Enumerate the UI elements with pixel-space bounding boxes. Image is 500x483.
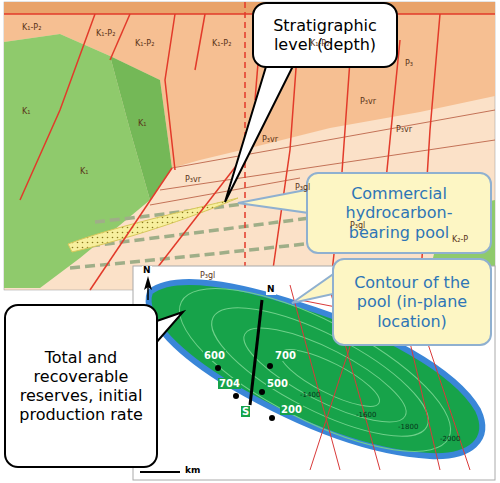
callout-pointers-part bbox=[225, 60, 296, 202]
map-label: N bbox=[142, 266, 152, 276]
formation-label: K₁-P₂ bbox=[22, 24, 41, 33]
contour-value: -1800 bbox=[398, 424, 418, 432]
pool-map-part bbox=[140, 471, 180, 473]
cross-section-part bbox=[110, 56, 172, 200]
formation-label: K₁-P₂ bbox=[96, 30, 115, 39]
pool-map-part bbox=[215, 363, 275, 421]
map-label: N bbox=[266, 285, 276, 295]
pool-map-part bbox=[133, 266, 495, 480]
fault-lines-part bbox=[20, 14, 95, 200]
formation-label: K₁-P₂ bbox=[135, 40, 154, 49]
fault-lines-part bbox=[4, 13, 495, 15]
fault-lines bbox=[4, 2, 495, 290]
contour-value: -2000 bbox=[440, 436, 460, 444]
cross-section-part bbox=[4, 2, 495, 14]
well-number: 500 bbox=[266, 378, 289, 389]
callout-text: Total and recoverable reserves, initial … bbox=[14, 348, 148, 425]
pool-map-part-part bbox=[215, 365, 221, 371]
cross-section bbox=[4, 2, 495, 290]
well-number: 704 bbox=[218, 378, 241, 389]
formation-label: K₁-P₂ bbox=[310, 40, 329, 49]
cross-section-part bbox=[4, 2, 495, 290]
pool-map-part bbox=[147, 287, 149, 300]
callout-box: Total and recoverable reserves, initial … bbox=[4, 304, 158, 468]
formation-label: P₃vr bbox=[185, 176, 201, 185]
well-number: 700 bbox=[274, 350, 297, 361]
callout-text: Commercial hydrocarbon-bearing pool bbox=[316, 184, 482, 242]
callout-text: Contour of the pool (in-plane location) bbox=[342, 273, 482, 331]
contour-value: -1600 bbox=[356, 412, 376, 420]
formation-label: K₂-P bbox=[452, 236, 468, 245]
formation-label: P₃vr bbox=[262, 136, 278, 145]
pool-map-part-part bbox=[259, 389, 265, 395]
pool-map bbox=[133, 257, 495, 482]
formation-label: K₁ bbox=[138, 120, 146, 129]
formation-label: K₁ bbox=[80, 168, 88, 177]
formation-label: P₃vr bbox=[396, 126, 412, 135]
well-number: S bbox=[241, 406, 250, 417]
pool-map-part bbox=[250, 300, 262, 405]
formation-label: P₃gl bbox=[200, 272, 215, 281]
pool-map-part-part bbox=[269, 415, 275, 421]
contour-value: -1400 bbox=[300, 392, 320, 400]
callout-box: Contour of the pool (in-plane location) bbox=[332, 258, 492, 346]
formation-label: P₃ bbox=[405, 60, 413, 69]
pool-map-part-part bbox=[267, 363, 273, 369]
callout-box: Stratigraphic level (depth) bbox=[252, 2, 398, 68]
fault-lines-part bbox=[165, 14, 175, 170]
pool-map-part-part bbox=[233, 393, 239, 399]
formation-label: P₃gl bbox=[295, 184, 310, 193]
formation-label: K₁-P₂ bbox=[212, 40, 231, 49]
formation-label: P₃vr bbox=[360, 98, 376, 107]
well-number: 600 bbox=[203, 350, 226, 361]
pool-map-part-part bbox=[274, 340, 386, 417]
formation-label: P₃gl bbox=[350, 222, 365, 231]
map-label: km bbox=[184, 466, 201, 476]
fault-lines-part bbox=[195, 14, 205, 70]
formation-label: K₁ bbox=[22, 108, 30, 117]
cross-section-part bbox=[68, 198, 238, 252]
callout-text: Stratigraphic level (depth) bbox=[262, 16, 388, 54]
well-number: 200 bbox=[280, 404, 303, 415]
